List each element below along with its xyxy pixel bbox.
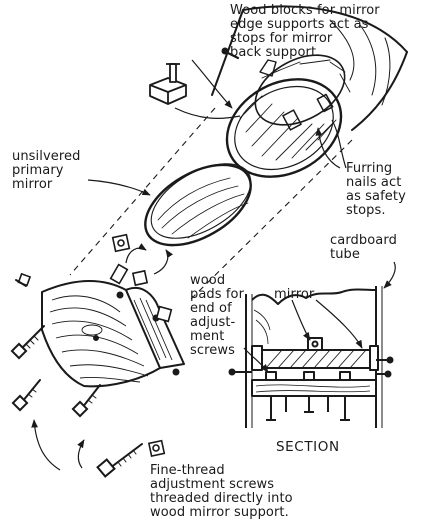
label-section: SECTION xyxy=(276,439,340,455)
label-furring-nails: Furring nails act as safety stops. xyxy=(346,161,406,218)
label-cardboard-tube: cardboard tube xyxy=(330,233,397,262)
label-fine-thread-screws: Fine-thread adjustment screws threaded d… xyxy=(150,463,293,520)
wood-mirror-support-block xyxy=(41,280,185,388)
label-mirror: mirror xyxy=(274,287,315,302)
adjustment-screws xyxy=(10,279,143,478)
label-wood-blocks: Wood blocks for mirror edge supports act… xyxy=(230,3,380,60)
square-nut-pieces xyxy=(17,233,173,458)
primary-mirror-disc xyxy=(144,163,252,247)
label-unsilvered-primary-mirror: unsilvered primary mirror xyxy=(12,149,81,192)
label-wood-pads: wood pads for end of adjust- ment screws xyxy=(190,273,245,358)
section-drawing xyxy=(228,286,394,428)
assembly-guide-lines xyxy=(69,107,353,301)
wood-block-edge-support xyxy=(149,63,187,105)
